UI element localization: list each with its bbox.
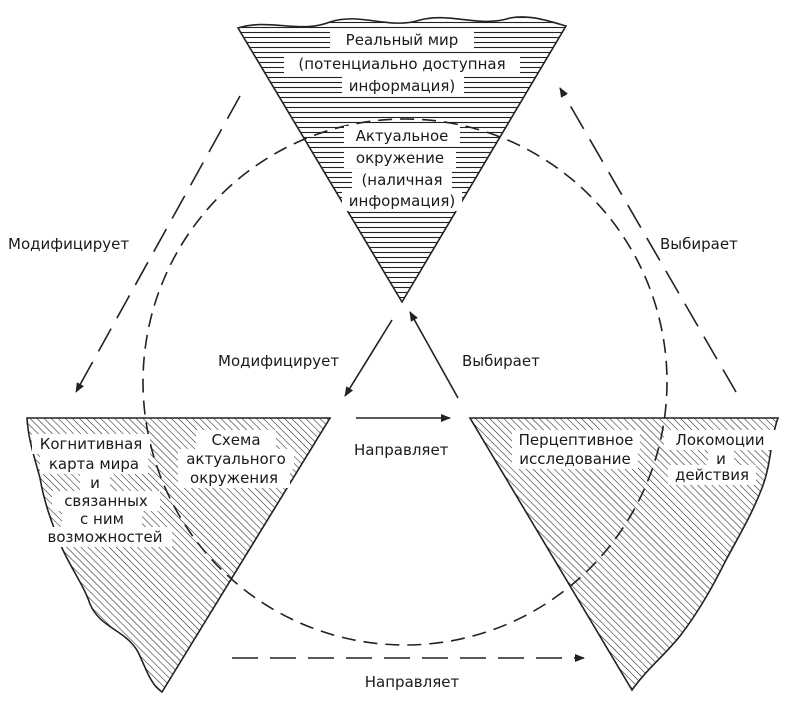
right-inner-line-1: Перцептивное	[519, 431, 634, 449]
inner-select-arrow	[409, 311, 459, 399]
left-inner-line-1: Схема	[211, 431, 260, 449]
top-outer-line-2: (потенциально доступная	[298, 55, 505, 73]
left-outer-line-3: и	[90, 474, 100, 492]
outer-direct-label: Направляет	[365, 673, 460, 691]
top-inner-line-3: (наличная	[361, 171, 442, 189]
outer-select-label: Выбирает	[660, 235, 738, 253]
top-outer-line-3: информация)	[349, 77, 455, 95]
left-outer-line-5: с ним	[80, 510, 124, 528]
top-inner-line-1: Актуальное	[356, 127, 449, 145]
outer-select-arrow	[559, 87, 737, 393]
outer-modify-label: Модифицирует	[8, 235, 129, 253]
inner-modify-label: Модифицирует	[218, 352, 339, 370]
right-triangle-shape	[468, 417, 780, 692]
inner-direct-label: Направляет	[354, 441, 449, 459]
right-outer-line-2: и	[716, 450, 726, 468]
left-inner-line-2: актуального	[186, 450, 286, 468]
outer-modify-arrow	[75, 95, 241, 393]
right-inner-line-2: исследование	[519, 450, 630, 468]
right-outer-line-1: Локомоции	[676, 431, 765, 449]
left-outer-line-1: Когнитивная	[40, 435, 143, 453]
top-inner-line-2: окружение	[356, 149, 444, 167]
top-outer-line-1: Реальный мир	[346, 31, 459, 49]
right-outer-line-3: действия	[675, 466, 749, 484]
inner-modify-arrow	[344, 319, 393, 397]
left-outer-line-4: связанных	[64, 492, 148, 510]
left-outer-line-2: карта мира	[49, 455, 139, 473]
left-inner-line-3: окружения	[190, 469, 278, 487]
inner-select-label: Выбирает	[462, 352, 540, 370]
left-outer-line-6: возможностей	[48, 528, 163, 546]
perceptual-cycle-circle	[142, 118, 668, 646]
top-inner-line-4: информация)	[349, 192, 455, 210]
